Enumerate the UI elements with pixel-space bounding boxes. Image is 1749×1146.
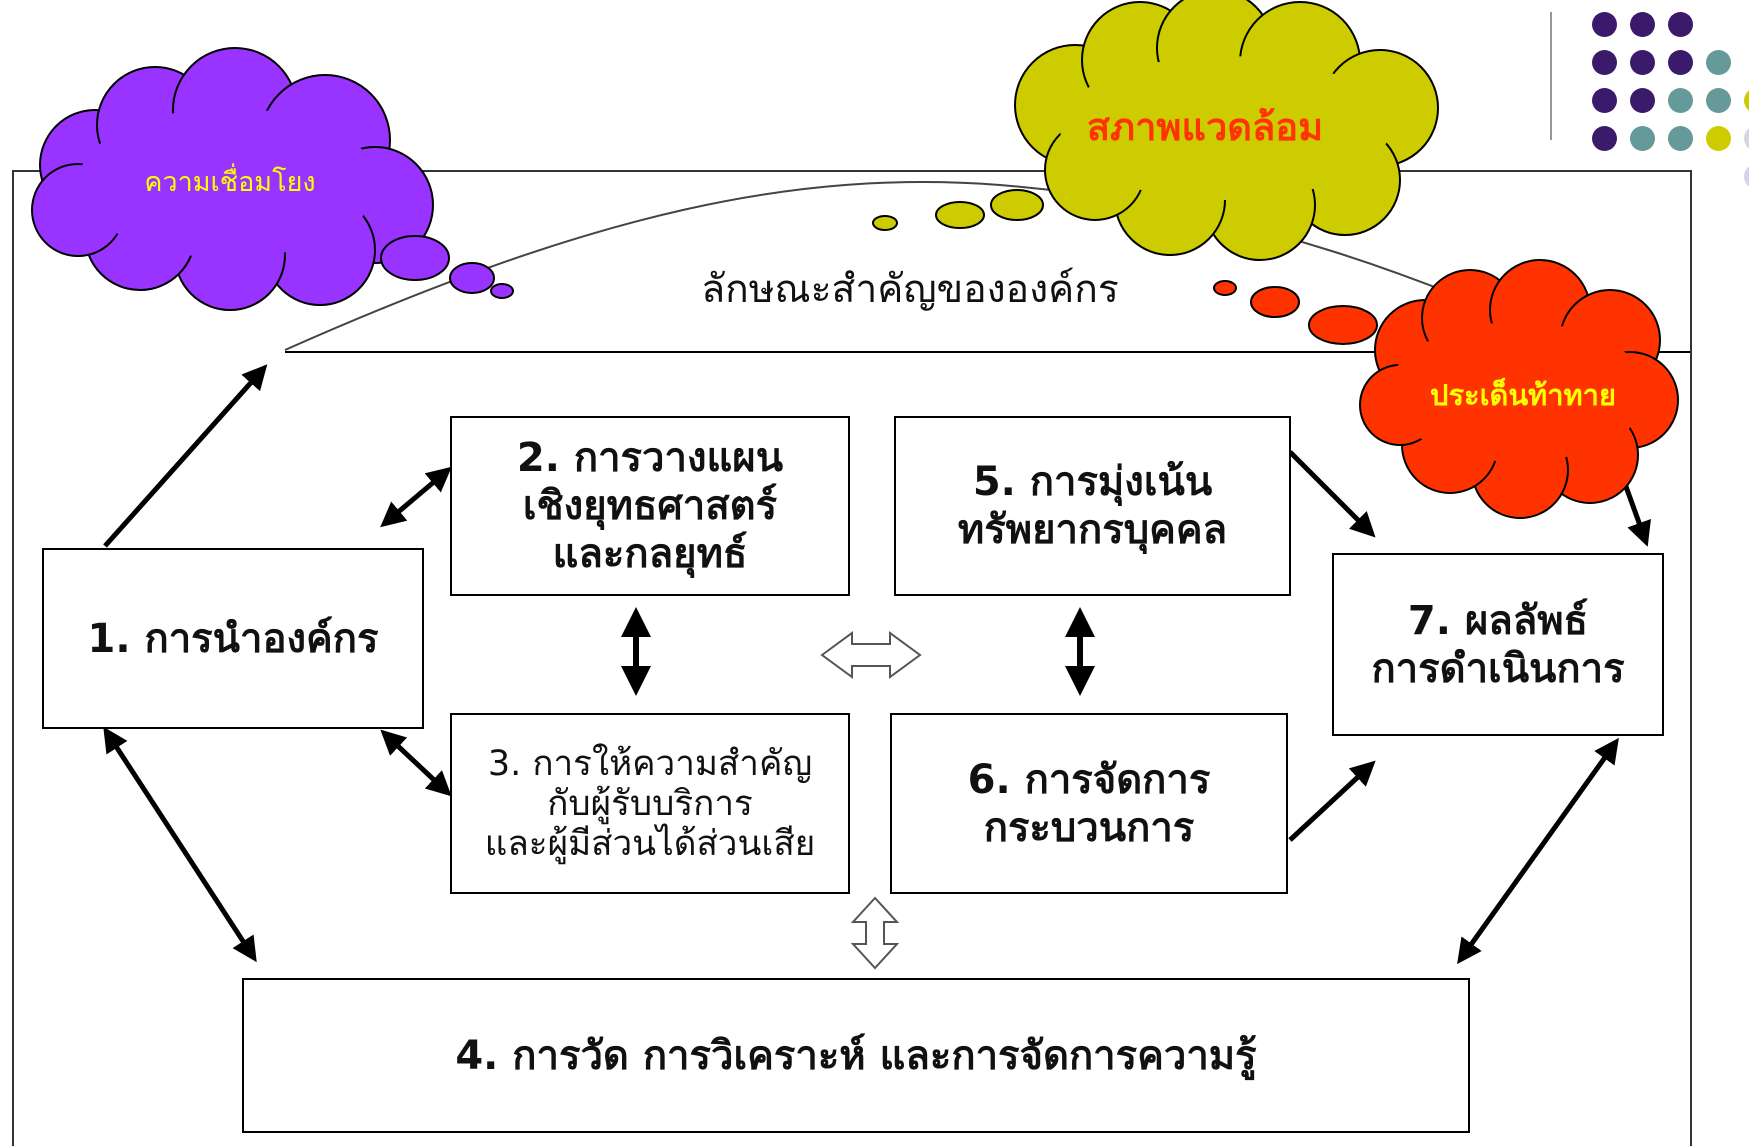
header-arc bbox=[284, 181, 1561, 351]
box-process: 6. การจัดการ กระบวนการ bbox=[890, 713, 1288, 894]
corner-dot bbox=[1744, 126, 1749, 151]
corner-dot bbox=[1630, 88, 1655, 113]
corner-dot bbox=[1630, 126, 1655, 151]
corner-dot bbox=[1706, 88, 1731, 113]
corner-dot bbox=[1744, 88, 1749, 113]
corner-dot bbox=[1668, 126, 1693, 151]
hollow-arrow-vertical bbox=[850, 896, 900, 970]
organizational-profile-label: ลักษณะสำคัญขององค์กร bbox=[701, 267, 1119, 312]
cloud-connection-label: ความเชื่อมโยง bbox=[144, 167, 316, 198]
box-process-label: 6. การจัดการ กระบวนการ bbox=[967, 756, 1211, 851]
corner-dot bbox=[1744, 164, 1749, 189]
box-measurement-label: 4. การวัด การวิเคราะห์ และการจัดการความร… bbox=[455, 1032, 1257, 1079]
cloud-challenge-label: ประเด็นท้าทาย bbox=[1430, 378, 1616, 412]
box-workforce-label: 5. การมุ่งเน้น ทรัพยากรบุคคล bbox=[957, 459, 1228, 553]
corner-dot bbox=[1706, 50, 1731, 75]
box-customer-label: 3. การให้ความสำคัญ กับผู้รับบริการ และผู… bbox=[484, 743, 816, 864]
corner-dot bbox=[1592, 12, 1617, 37]
cloud-environment bbox=[872, 0, 1439, 261]
corner-dot bbox=[1668, 50, 1693, 75]
corner-dot bbox=[1592, 50, 1617, 75]
arrow-leadership-strategy bbox=[380, 466, 452, 528]
arrow-results-measurement bbox=[1457, 737, 1619, 965]
box-leadership: 1. การนำองค์กร bbox=[42, 548, 424, 729]
corner-dot bbox=[1592, 88, 1617, 113]
box-measurement: 4. การวัด การวิเคราะห์ และการจัดการความร… bbox=[242, 978, 1470, 1133]
box-results: 7. ผลลัพธ์ การดำเนินการ bbox=[1332, 553, 1664, 736]
arrow-workforce-results bbox=[1288, 450, 1376, 538]
box-leadership-label: 1. การนำองค์กร bbox=[87, 615, 379, 662]
box-workforce: 5. การมุ่งเน้น ทรัพยากรบุคคล bbox=[894, 416, 1291, 596]
box-strategy: 2. การวางแผน เชิงยุทธศาสตร์ และกลยุทธ์ bbox=[450, 416, 850, 596]
corner-dot bbox=[1630, 50, 1655, 75]
arrow-leadership-header bbox=[103, 364, 268, 548]
arrow-process-results bbox=[1288, 760, 1376, 842]
cloud-challenge bbox=[1213, 259, 1679, 519]
box-customer: 3. การให้ความสำคัญ กับผู้รับบริการ และผู… bbox=[450, 713, 850, 894]
corner-divider bbox=[1550, 12, 1552, 140]
corner-dot bbox=[1706, 126, 1731, 151]
cloud-environment-label: สภาพแวดล้อม bbox=[1086, 104, 1324, 149]
arrow-leadership-customer bbox=[380, 729, 452, 797]
corner-dot bbox=[1630, 12, 1655, 37]
box-results-label: 7. ผลลัพธ์ การดำเนินการ bbox=[1371, 597, 1625, 692]
corner-dot bbox=[1592, 126, 1617, 151]
corner-dot bbox=[1668, 88, 1693, 113]
corner-dot bbox=[1668, 12, 1693, 37]
hollow-arrow-horizontal bbox=[820, 631, 922, 679]
arrow-leadership-measurement bbox=[103, 726, 257, 963]
box-strategy-label: 2. การวางแผน เชิงยุทธศาสตร์ และกลยุทธ์ bbox=[516, 435, 784, 577]
cloud-connection bbox=[31, 47, 514, 311]
